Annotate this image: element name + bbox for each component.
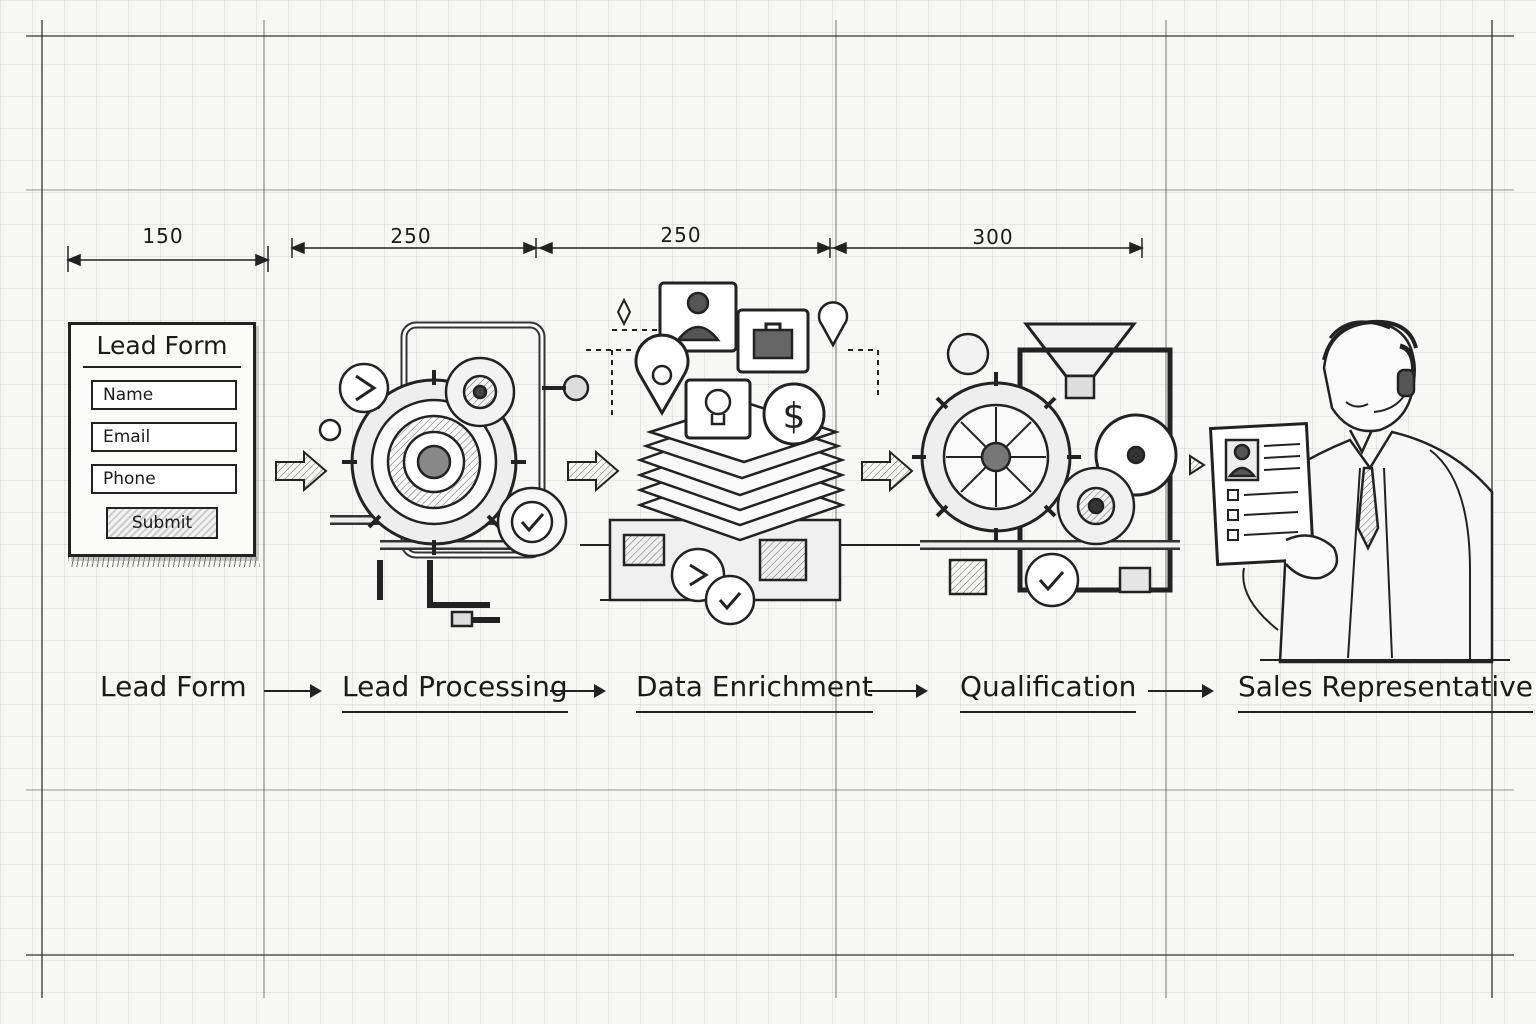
stage-label-data-enrichment: Data Enrichment bbox=[636, 670, 873, 713]
qualification-machine-icon bbox=[912, 322, 1180, 608]
stage-label-sales-representative: Sales Representative bbox=[1238, 670, 1533, 713]
dimension-label: 150 bbox=[142, 224, 184, 248]
dollar-icon: $ bbox=[783, 396, 806, 437]
submit-button[interactable]: Submit bbox=[106, 507, 218, 539]
dimension-label: 250 bbox=[660, 223, 702, 247]
flow-arrow-icon bbox=[275, 449, 1206, 493]
arrow-right-icon bbox=[1148, 684, 1214, 698]
dimension-label: 300 bbox=[972, 225, 1014, 249]
stage-label-qualification: Qualification bbox=[960, 670, 1137, 713]
email-field[interactable]: Email bbox=[91, 422, 237, 452]
lead-form-card: Lead Form Name Email Phone Submit bbox=[68, 322, 256, 557]
phone-field[interactable]: Phone bbox=[91, 464, 237, 494]
arrow-right-icon bbox=[550, 684, 606, 698]
lead-form-title: Lead Form bbox=[83, 331, 241, 368]
arrow-right-icon bbox=[868, 684, 928, 698]
stage-label-lead-form: Lead Form bbox=[100, 670, 247, 703]
data-enrichment-machine-icon bbox=[580, 281, 930, 626]
dimension-label: 250 bbox=[390, 224, 432, 248]
name-field[interactable]: Name bbox=[91, 380, 237, 410]
shadow-hatching bbox=[68, 557, 260, 567]
arrow-right-icon bbox=[264, 684, 322, 698]
stage-label-lead-processing: Lead Processing bbox=[342, 670, 568, 713]
lead-processing-machine-icon bbox=[318, 321, 590, 628]
sales-representative-figure-icon bbox=[1208, 319, 1510, 664]
